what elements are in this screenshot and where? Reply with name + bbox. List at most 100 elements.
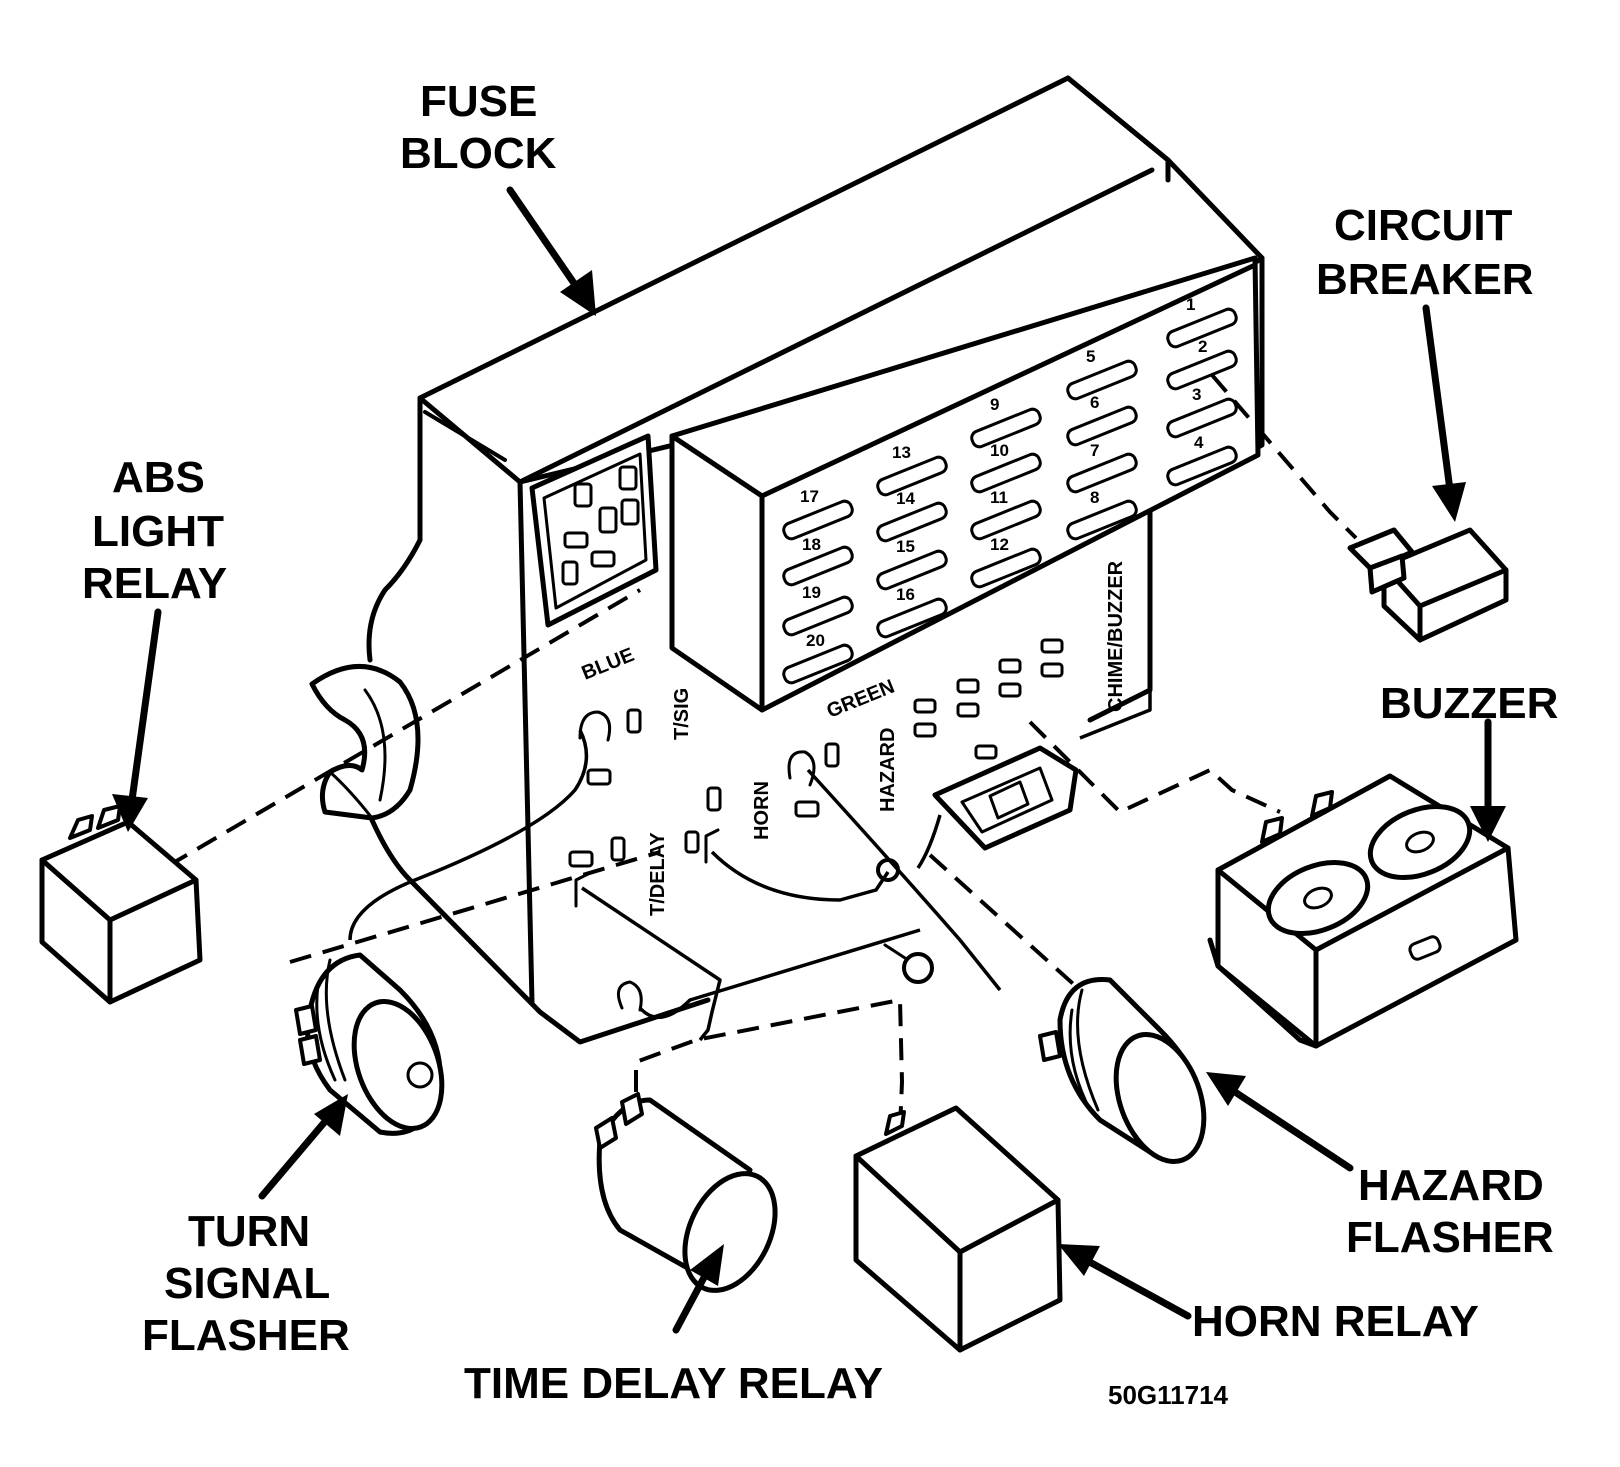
fuse-slot-4	[1166, 445, 1238, 487]
fuse-numbers: 1 2 3 4 5 6 7 8 9 10 11 12 13 14 15 16 1…	[800, 295, 1207, 650]
fuse-slot-1	[1166, 307, 1238, 349]
label-blue: BLUE	[579, 644, 638, 685]
leader-arrows	[112, 186, 1506, 1334]
socket-pin	[590, 550, 616, 568]
buzzer-speaker-right	[1367, 804, 1473, 880]
circuit-breaker	[1347, 527, 1509, 643]
fuse-slot-6	[1066, 405, 1138, 447]
fuse-number: 17	[800, 487, 819, 506]
socket-pin	[561, 560, 579, 586]
socket-pin	[568, 850, 594, 868]
figure-code: 50G11714	[1108, 1380, 1229, 1410]
fuse-slot-17	[782, 499, 854, 541]
label-hazard: HAZARD	[877, 728, 899, 812]
fuse-slot-2	[1166, 349, 1238, 391]
socket-pin	[1040, 638, 1064, 654]
fuse-number: 16	[896, 585, 915, 604]
fuse-block-housing	[309, 75, 1265, 1045]
label-turn-3: FLASHER	[142, 1311, 350, 1360]
fuse-slot-15	[876, 549, 948, 591]
label-fuse-block-1: FUSE	[420, 77, 537, 126]
label-t-delay: T/DELAY	[647, 832, 669, 916]
socket-pin	[974, 744, 998, 760]
abs-light-relay	[39, 804, 203, 1005]
socket-loop	[578, 710, 612, 742]
fuse-slot-10	[970, 452, 1042, 494]
socket-pin	[998, 682, 1022, 698]
fuse-number: 7	[1090, 441, 1099, 460]
socket-loop	[787, 750, 816, 787]
socket-pin	[956, 702, 980, 718]
label-t-sig: T/SIG	[671, 688, 693, 740]
fuse-slot-18	[782, 545, 854, 587]
fuse-number: 6	[1090, 393, 1099, 412]
turn-signal-flasher	[294, 952, 445, 1136]
fuse-slot-8	[1066, 499, 1138, 541]
label-hazard-2: FLASHER	[1346, 1213, 1554, 1262]
socket-labels: BLUE T/SIG GREEN HAZARD HORN T/DELAY CHI…	[579, 560, 1127, 916]
fuse-number: 3	[1192, 385, 1201, 404]
ground-loop	[616, 980, 643, 1012]
fuse-slot-20	[782, 643, 854, 685]
label-chime-buzzer: CHIME/BUZZER	[1105, 560, 1127, 712]
fuse-slot-7	[1066, 452, 1138, 494]
front-sockets	[568, 638, 1079, 1012]
hazard-flasher	[1038, 977, 1207, 1165]
socket-pin	[563, 531, 589, 549]
fuse-slot-14	[876, 501, 948, 543]
fuse-number: 14	[896, 489, 915, 508]
socket-pin	[618, 465, 638, 491]
socket-pin	[598, 506, 618, 534]
fuse-number: 5	[1086, 347, 1095, 366]
hazard-connector	[932, 745, 1079, 851]
label-circuit-breaker-1: CIRCUIT	[1334, 201, 1513, 250]
fuse-slot-19	[782, 595, 854, 637]
fuse-slot-11	[970, 499, 1042, 541]
label-buzzer: BUZZER	[1380, 679, 1558, 728]
label-horn-relay: HORN RELAY	[1192, 1297, 1479, 1346]
socket-pin	[913, 722, 937, 738]
socket-pin	[956, 678, 980, 694]
socket-pin	[794, 800, 820, 818]
fuse-number: 15	[896, 537, 915, 556]
socket-pin	[706, 786, 722, 812]
fuse-number: 8	[1090, 488, 1099, 507]
socket-pin	[684, 830, 700, 854]
fuse-number: 10	[990, 441, 1009, 460]
label-abs-2: LIGHT	[92, 507, 224, 556]
time-delay-relay	[594, 1092, 778, 1293]
socket-pin	[913, 698, 937, 714]
label-fuse-block-2: BLOCK	[400, 129, 557, 178]
socket-pin	[620, 498, 640, 526]
label-turn-1: TURN	[188, 1207, 310, 1256]
label-green: GREEN	[824, 676, 898, 723]
fuse-number: 13	[892, 443, 911, 462]
fuse-number: 11	[990, 488, 1008, 507]
socket-pin	[573, 482, 593, 508]
fuse-number: 4	[1194, 433, 1204, 452]
socket-pin	[824, 742, 840, 768]
screw-head	[876, 858, 900, 882]
fuse-slot-16	[876, 597, 948, 639]
fuse-slot-5	[1066, 359, 1138, 401]
buzzer-speaker-left	[1265, 860, 1371, 936]
fuse-number: 12	[990, 535, 1009, 554]
fuse-slot-12	[970, 547, 1042, 589]
socket-pin	[626, 708, 642, 734]
horn-relay	[853, 1105, 1063, 1353]
label-time-delay-relay: TIME DELAY RELAY	[464, 1359, 883, 1408]
fuse-slot-13	[876, 455, 948, 497]
socket-pin	[998, 658, 1022, 674]
label-hazard-1: HAZARD	[1358, 1161, 1544, 1210]
fuse-number: 20	[806, 631, 825, 650]
buzzer	[1207, 773, 1519, 1049]
label-horn: HORN	[751, 781, 773, 840]
fuse-number: 18	[802, 535, 821, 554]
fuse-number: 19	[802, 583, 821, 602]
fuse-number: 1	[1186, 295, 1195, 314]
label-turn-2: SIGNAL	[164, 1259, 330, 1308]
screw-icon	[902, 952, 934, 984]
socket-slot	[704, 828, 720, 864]
callout-labels: FUSE BLOCK CIRCUIT BREAKER ABS LIGHT REL…	[82, 77, 1558, 1410]
